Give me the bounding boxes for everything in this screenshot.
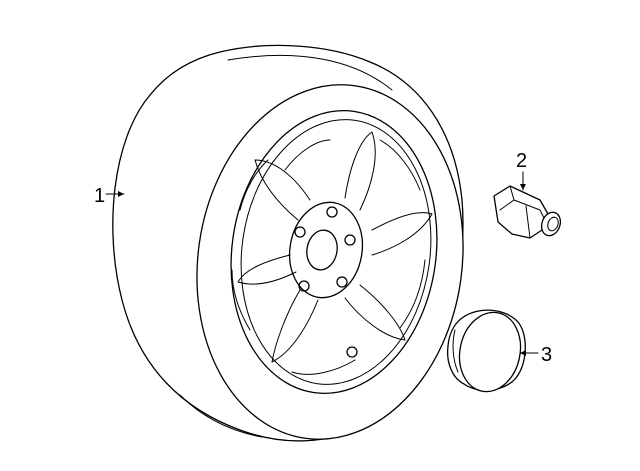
lug-nut-body bbox=[493, 185, 549, 239]
callout-2-label: 2 bbox=[516, 150, 527, 172]
rim-spokes bbox=[231, 131, 433, 375]
hub-face bbox=[288, 201, 364, 299]
callout-3-arrow bbox=[520, 350, 526, 356]
tire-sidewall bbox=[196, 84, 464, 440]
lug-nut[interactable] bbox=[493, 185, 564, 239]
wheel-assembly[interactable] bbox=[112, 44, 486, 456]
lug-nut-seat-inner bbox=[547, 216, 559, 232]
lug-holes bbox=[294, 206, 356, 292]
callout-2[interactable]: 2 bbox=[516, 150, 527, 191]
callout-1-arrow bbox=[118, 191, 124, 197]
callout-3[interactable]: 3 bbox=[519, 344, 552, 366]
center-cap-rim-edge bbox=[452, 329, 459, 373]
lug-nut-seat bbox=[540, 211, 562, 237]
callout-3-label: 3 bbox=[541, 344, 552, 366]
tire-tread-lower-edge bbox=[179, 394, 263, 438]
center-cap-face bbox=[458, 311, 522, 393]
center-bore bbox=[306, 229, 338, 271]
callout-2-arrow bbox=[520, 184, 526, 190]
valve-stem-hole bbox=[346, 346, 358, 358]
rim-lip bbox=[230, 110, 438, 394]
rim-lip-inner bbox=[240, 119, 432, 385]
lug-nut-hex-edge-3 bbox=[525, 205, 531, 239]
callout-1[interactable]: 1 bbox=[94, 185, 125, 207]
tire-tread-edge bbox=[227, 54, 393, 91]
callout-1-label: 1 bbox=[94, 185, 105, 207]
center-cap[interactable] bbox=[446, 307, 528, 398]
